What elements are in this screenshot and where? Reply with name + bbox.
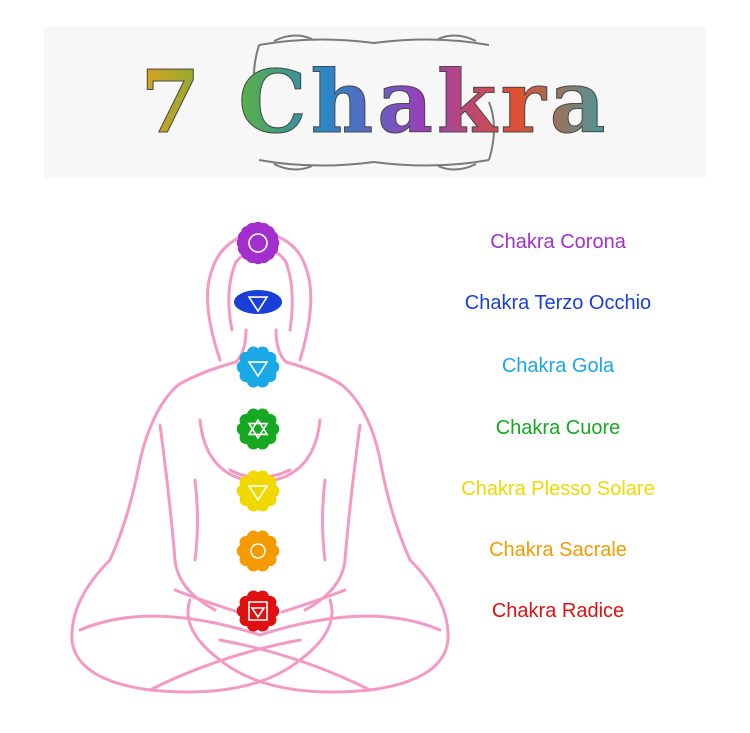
ornament-frame [253,34,495,171]
solar-plexus-chakra-icon [236,470,280,512]
root-chakra-icon [236,590,280,632]
page-title: 7 Chakra [44,27,706,178]
meditating-figure [70,221,450,694]
heart-chakra-icon [236,408,280,450]
sacral-chakra-icon [236,530,280,572]
title-banner: 7 Chakra [44,27,706,178]
chakra-label: Chakra Gola [501,355,615,377]
chakra-label: Chakra Plesso Solare [461,478,655,500]
chakra-label: Chakra Sacrale [489,539,627,561]
throat-chakra-icon [236,346,280,388]
chakra-label: Chakra Corona [490,231,626,253]
chakra-label: Chakra Terzo Occhio [464,292,652,314]
crown-chakra-icon [236,221,280,265]
third-eye-chakra-icon [234,290,282,314]
chakra-label: Chakra Radice [491,600,625,622]
chakra-label: Chakra Cuore [495,417,621,439]
